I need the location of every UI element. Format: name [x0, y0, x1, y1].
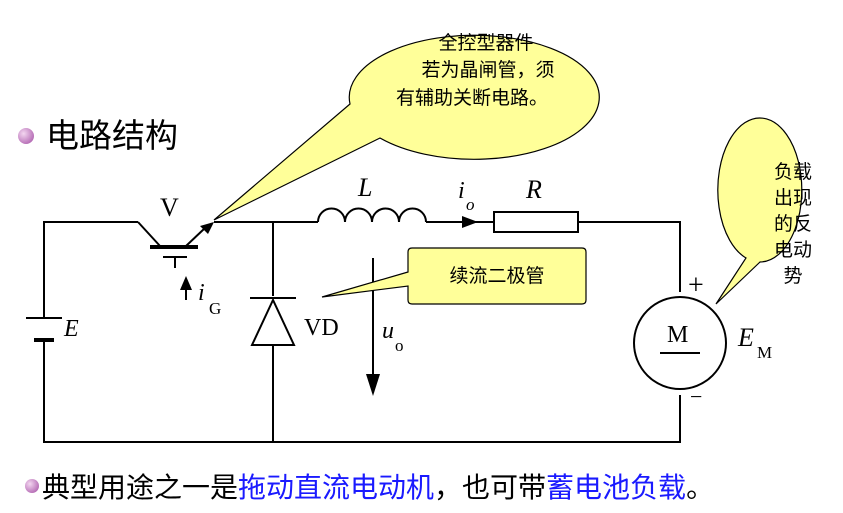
callout-emf-line-4: 电动 [774, 239, 812, 261]
resistor-r [493, 211, 579, 233]
application-note-battery-load: 蓄电池负载 [546, 471, 686, 504]
output-voltage-label: u [382, 318, 394, 344]
diode-label-vd: VD [304, 315, 339, 341]
callout-emf-line-2: 出现 [774, 187, 812, 209]
output-current-arrow [462, 216, 478, 228]
circuit-wires [43, 221, 681, 443]
callout-switch-line-2: 若为晶闸管，须 [421, 59, 554, 81]
callout-emf-line-1: 负载 [774, 161, 812, 183]
dc-source-battery [26, 317, 62, 342]
motor-minus-sign: − [690, 384, 702, 409]
bottom-bullet [25, 479, 39, 493]
callout-switch-line-3: 有辅助关断电路。 [396, 87, 548, 109]
callout-emf-line-5: 势 [783, 265, 802, 287]
callout-diode-text: 续流二极管 [449, 265, 544, 287]
callout-switch-line-1: 全控型器件 [438, 32, 533, 54]
source-label-e: E [63, 316, 79, 342]
dc-motor [633, 296, 727, 390]
output-current-subscript: o [466, 195, 475, 214]
gate-current-subscript: G [209, 299, 221, 318]
resistor-label-r: R [525, 175, 542, 204]
switch-label-v: V [160, 193, 179, 222]
application-note: 典型用途之一是拖动直流电动机，也可带蓄电池负载。 [42, 471, 714, 504]
application-note-part-5: 。 [686, 471, 714, 504]
output-current-label: i [458, 178, 465, 204]
freewheeling-diode [250, 297, 296, 346]
output-voltage-subscript: o [395, 336, 404, 355]
section-title: 电路结构 [46, 116, 178, 155]
application-note-dc-motor: 拖动直流电动机 [238, 471, 434, 504]
motor-label-m: M [667, 322, 688, 348]
motor-plus-sign: + [688, 270, 704, 301]
callout-emf-note: 负载 出现 的反 电动 势 [715, 117, 812, 305]
gate-current-label: i [198, 280, 205, 306]
callout-switch-note: 全控型器件 若为晶闸管，须 有辅助关断电路。 [213, 32, 600, 221]
motor-emf-subscript: M [757, 343, 772, 362]
application-note-part-1: 典型用途之一是 [42, 471, 238, 504]
igbt-switch [137, 221, 214, 268]
inductor-label-l: L [357, 173, 372, 202]
motor-emf-label: E [737, 323, 754, 352]
gate-current-arrow [180, 276, 192, 300]
callout-diode-note: 续流二极管 [321, 247, 587, 305]
inductor-coil [317, 207, 427, 223]
callout-emf-line-3: 的反 [774, 213, 812, 235]
section-bullet [18, 128, 34, 144]
output-voltage-arrow [366, 258, 380, 396]
application-note-part-3: ，也可带 [434, 471, 546, 504]
